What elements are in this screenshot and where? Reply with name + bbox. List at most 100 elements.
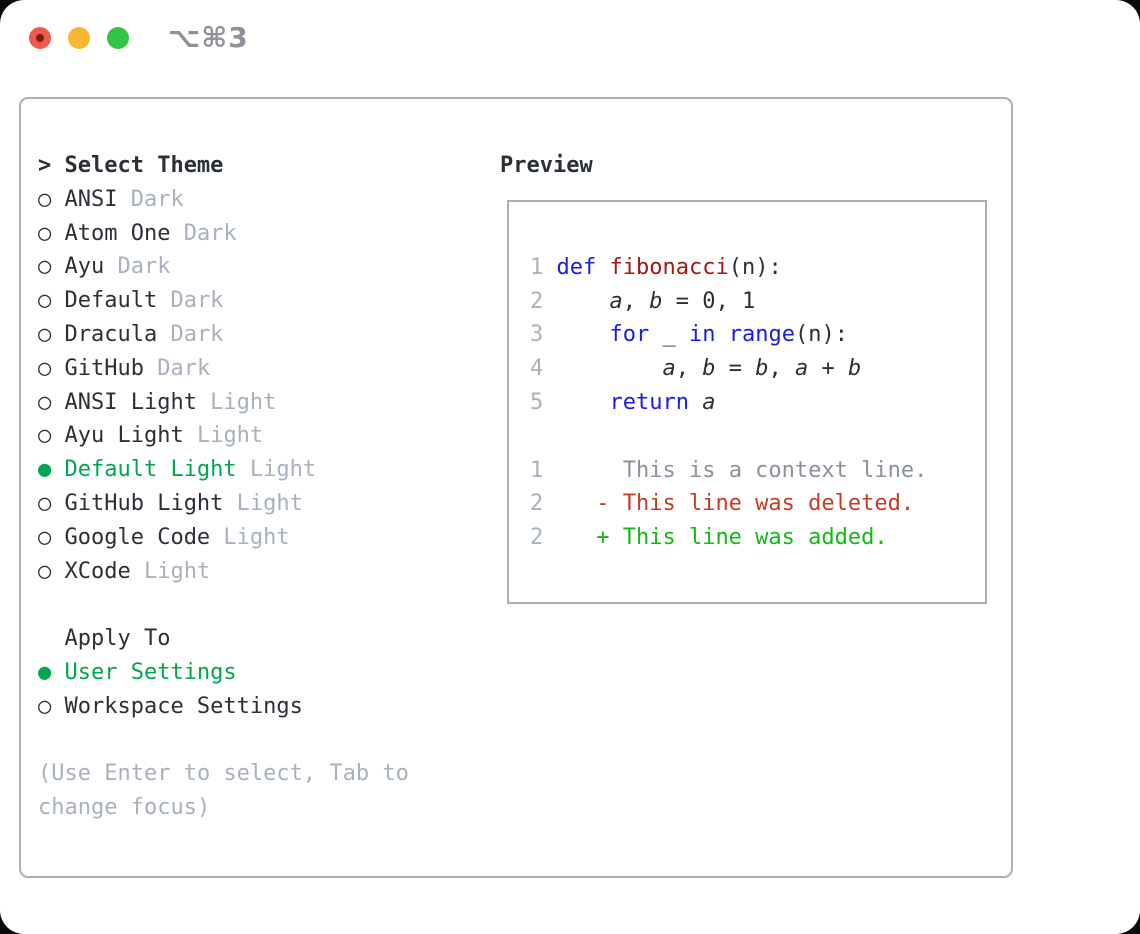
- preview-line: 2 - This line was deleted.: [530, 487, 985, 521]
- radio-unselected-icon: ○: [38, 389, 65, 415]
- theme-variant: Light: [210, 524, 290, 550]
- focus-caret-icon: >: [38, 153, 65, 178]
- theme-option-ansi[interactable]: ○ ANSI Dark: [38, 183, 409, 217]
- theme-option-google-code[interactable]: ○ Google Code Light: [38, 521, 409, 555]
- theme-variant: Light: [236, 457, 317, 483]
- code-segment: _: [649, 322, 689, 348]
- theme-variant: Dark: [170, 220, 237, 246]
- preview-line: 1 This is a context line.: [530, 454, 985, 488]
- theme-name: XCode: [64, 558, 131, 584]
- apply-option-label: Workspace Settings: [64, 693, 303, 719]
- theme-name: Google Code: [64, 524, 211, 550]
- code-segment: [557, 322, 610, 347]
- radio-unselected-icon: ○: [38, 558, 65, 584]
- theme-name: Dracula: [64, 321, 158, 347]
- theme-name: Ayu Light: [64, 423, 184, 449]
- line-number: 1: [530, 254, 544, 280]
- radio-unselected-icon: ○: [38, 490, 65, 516]
- window-shortcut-label: ⌥⌘3: [168, 21, 249, 54]
- spacer: [38, 724, 409, 758]
- preview-line: 3 for _ in range(n):: [530, 318, 985, 352]
- code-segment: (n):: [794, 322, 848, 348]
- preview-line: 2 a, b = 0, 1: [530, 285, 985, 319]
- code-segment: + This line was added.: [596, 525, 888, 551]
- close-button-dot-icon: [36, 34, 44, 42]
- code-segment: (n):: [728, 254, 782, 280]
- window-titlebar: ⌥⌘3: [0, 0, 1140, 76]
- theme-variant: Dark: [104, 254, 171, 280]
- theme-name: GitHub Light: [64, 490, 224, 516]
- code-segment: ,: [768, 356, 795, 382]
- apply-to-title: Apply To: [64, 626, 171, 652]
- preview-line: 4 a, b = b, a + b: [530, 352, 985, 386]
- code-segment: in: [688, 322, 716, 348]
- theme-option-atom-one[interactable]: ○ Atom One Dark: [38, 217, 409, 251]
- theme-variant: Light: [183, 423, 264, 449]
- theme-option-github[interactable]: ○ GitHub Dark: [38, 352, 409, 386]
- preview-line: 5 return a: [530, 386, 985, 420]
- code-segment: [557, 390, 610, 415]
- code-segment: a: [702, 389, 716, 415]
- theme-option-dracula[interactable]: ○ Dracula Dark: [38, 318, 409, 352]
- help-text-line-1: (Use Enter to select, Tab to: [38, 761, 409, 787]
- apply-option-user-settings[interactable]: ● User Settings: [38, 656, 409, 690]
- code-segment: fibonacci: [609, 254, 729, 280]
- radio-unselected-icon: ○: [38, 186, 65, 212]
- radio-unselected-icon: ○: [38, 355, 65, 381]
- code-segment: b: [755, 356, 769, 382]
- line-number: 1: [530, 457, 544, 483]
- preview-line: 1 def fibonacci(n):: [530, 251, 985, 285]
- radio-unselected-icon: ○: [38, 524, 65, 550]
- spacer: [38, 588, 409, 622]
- theme-name: Default Light: [64, 457, 237, 483]
- apply-to-list: ● User Settings○ Workspace Settings: [38, 656, 409, 724]
- code-segment: a: [609, 288, 623, 314]
- code-segment: =: [715, 356, 756, 382]
- code-segment: b: [649, 288, 663, 314]
- line-number: 3: [530, 322, 544, 348]
- code-segment: [596, 255, 609, 280]
- theme-option-ansi-light[interactable]: ○ ANSI Light Light: [38, 386, 409, 420]
- apply-option-workspace-settings[interactable]: ○ Workspace Settings: [38, 690, 409, 724]
- minimize-button[interactable]: [68, 27, 90, 49]
- code-segment: This is a context line.: [622, 457, 928, 483]
- code-segment: def: [556, 254, 597, 280]
- code-segment: a: [662, 356, 676, 382]
- line-number: 2: [530, 525, 544, 551]
- theme-option-xcode[interactable]: ○ XCode Light: [38, 555, 409, 589]
- line-number: 2: [530, 288, 544, 314]
- help-text-line-2: change focus): [38, 795, 211, 821]
- theme-name: Atom One: [64, 220, 171, 246]
- theme-option-default-light[interactable]: ● Default Light Light: [38, 453, 409, 487]
- code-segment: range: [728, 322, 795, 348]
- theme-name: ANSI: [64, 186, 118, 212]
- theme-name: ANSI Light: [64, 389, 197, 415]
- select-theme-title: Select Theme: [64, 153, 224, 178]
- apply-to-header: Apply To: [38, 622, 409, 656]
- theme-list: ○ ANSI Dark○ Atom One Dark○ Ayu Dark○ De…: [38, 183, 409, 589]
- theme-name: Ayu: [64, 254, 105, 280]
- theme-variant: Light: [130, 558, 211, 584]
- maximize-button[interactable]: [107, 27, 129, 49]
- code-segment: for: [609, 322, 650, 348]
- theme-selector-column: > Select Theme ○ ANSI Dark○ Atom One Dar…: [38, 149, 409, 825]
- line-number: 5: [530, 389, 544, 415]
- line-number: 2: [530, 491, 544, 517]
- theme-option-ayu[interactable]: ○ Ayu Dark: [38, 250, 409, 284]
- theme-variant: Dark: [143, 355, 211, 381]
- theme-option-github-light[interactable]: ○ GitHub Light Light: [38, 487, 409, 521]
- code-segment: [557, 356, 663, 381]
- code-segment: ,: [622, 288, 650, 314]
- preview-title: Preview: [500, 153, 593, 178]
- radio-selected-icon: ●: [38, 457, 65, 483]
- code-segment: - This line was deleted.: [596, 491, 915, 517]
- close-button[interactable]: [29, 27, 51, 49]
- code-segment: [689, 390, 702, 415]
- preview-blank-line: [530, 420, 985, 454]
- code-segment: = 0, 1: [662, 288, 756, 314]
- theme-name: GitHub: [64, 355, 144, 381]
- theme-option-default[interactable]: ○ Default Dark: [38, 284, 409, 318]
- apply-option-label: User Settings: [64, 659, 237, 685]
- theme-option-ayu-light[interactable]: ○ Ayu Light Light: [38, 419, 409, 453]
